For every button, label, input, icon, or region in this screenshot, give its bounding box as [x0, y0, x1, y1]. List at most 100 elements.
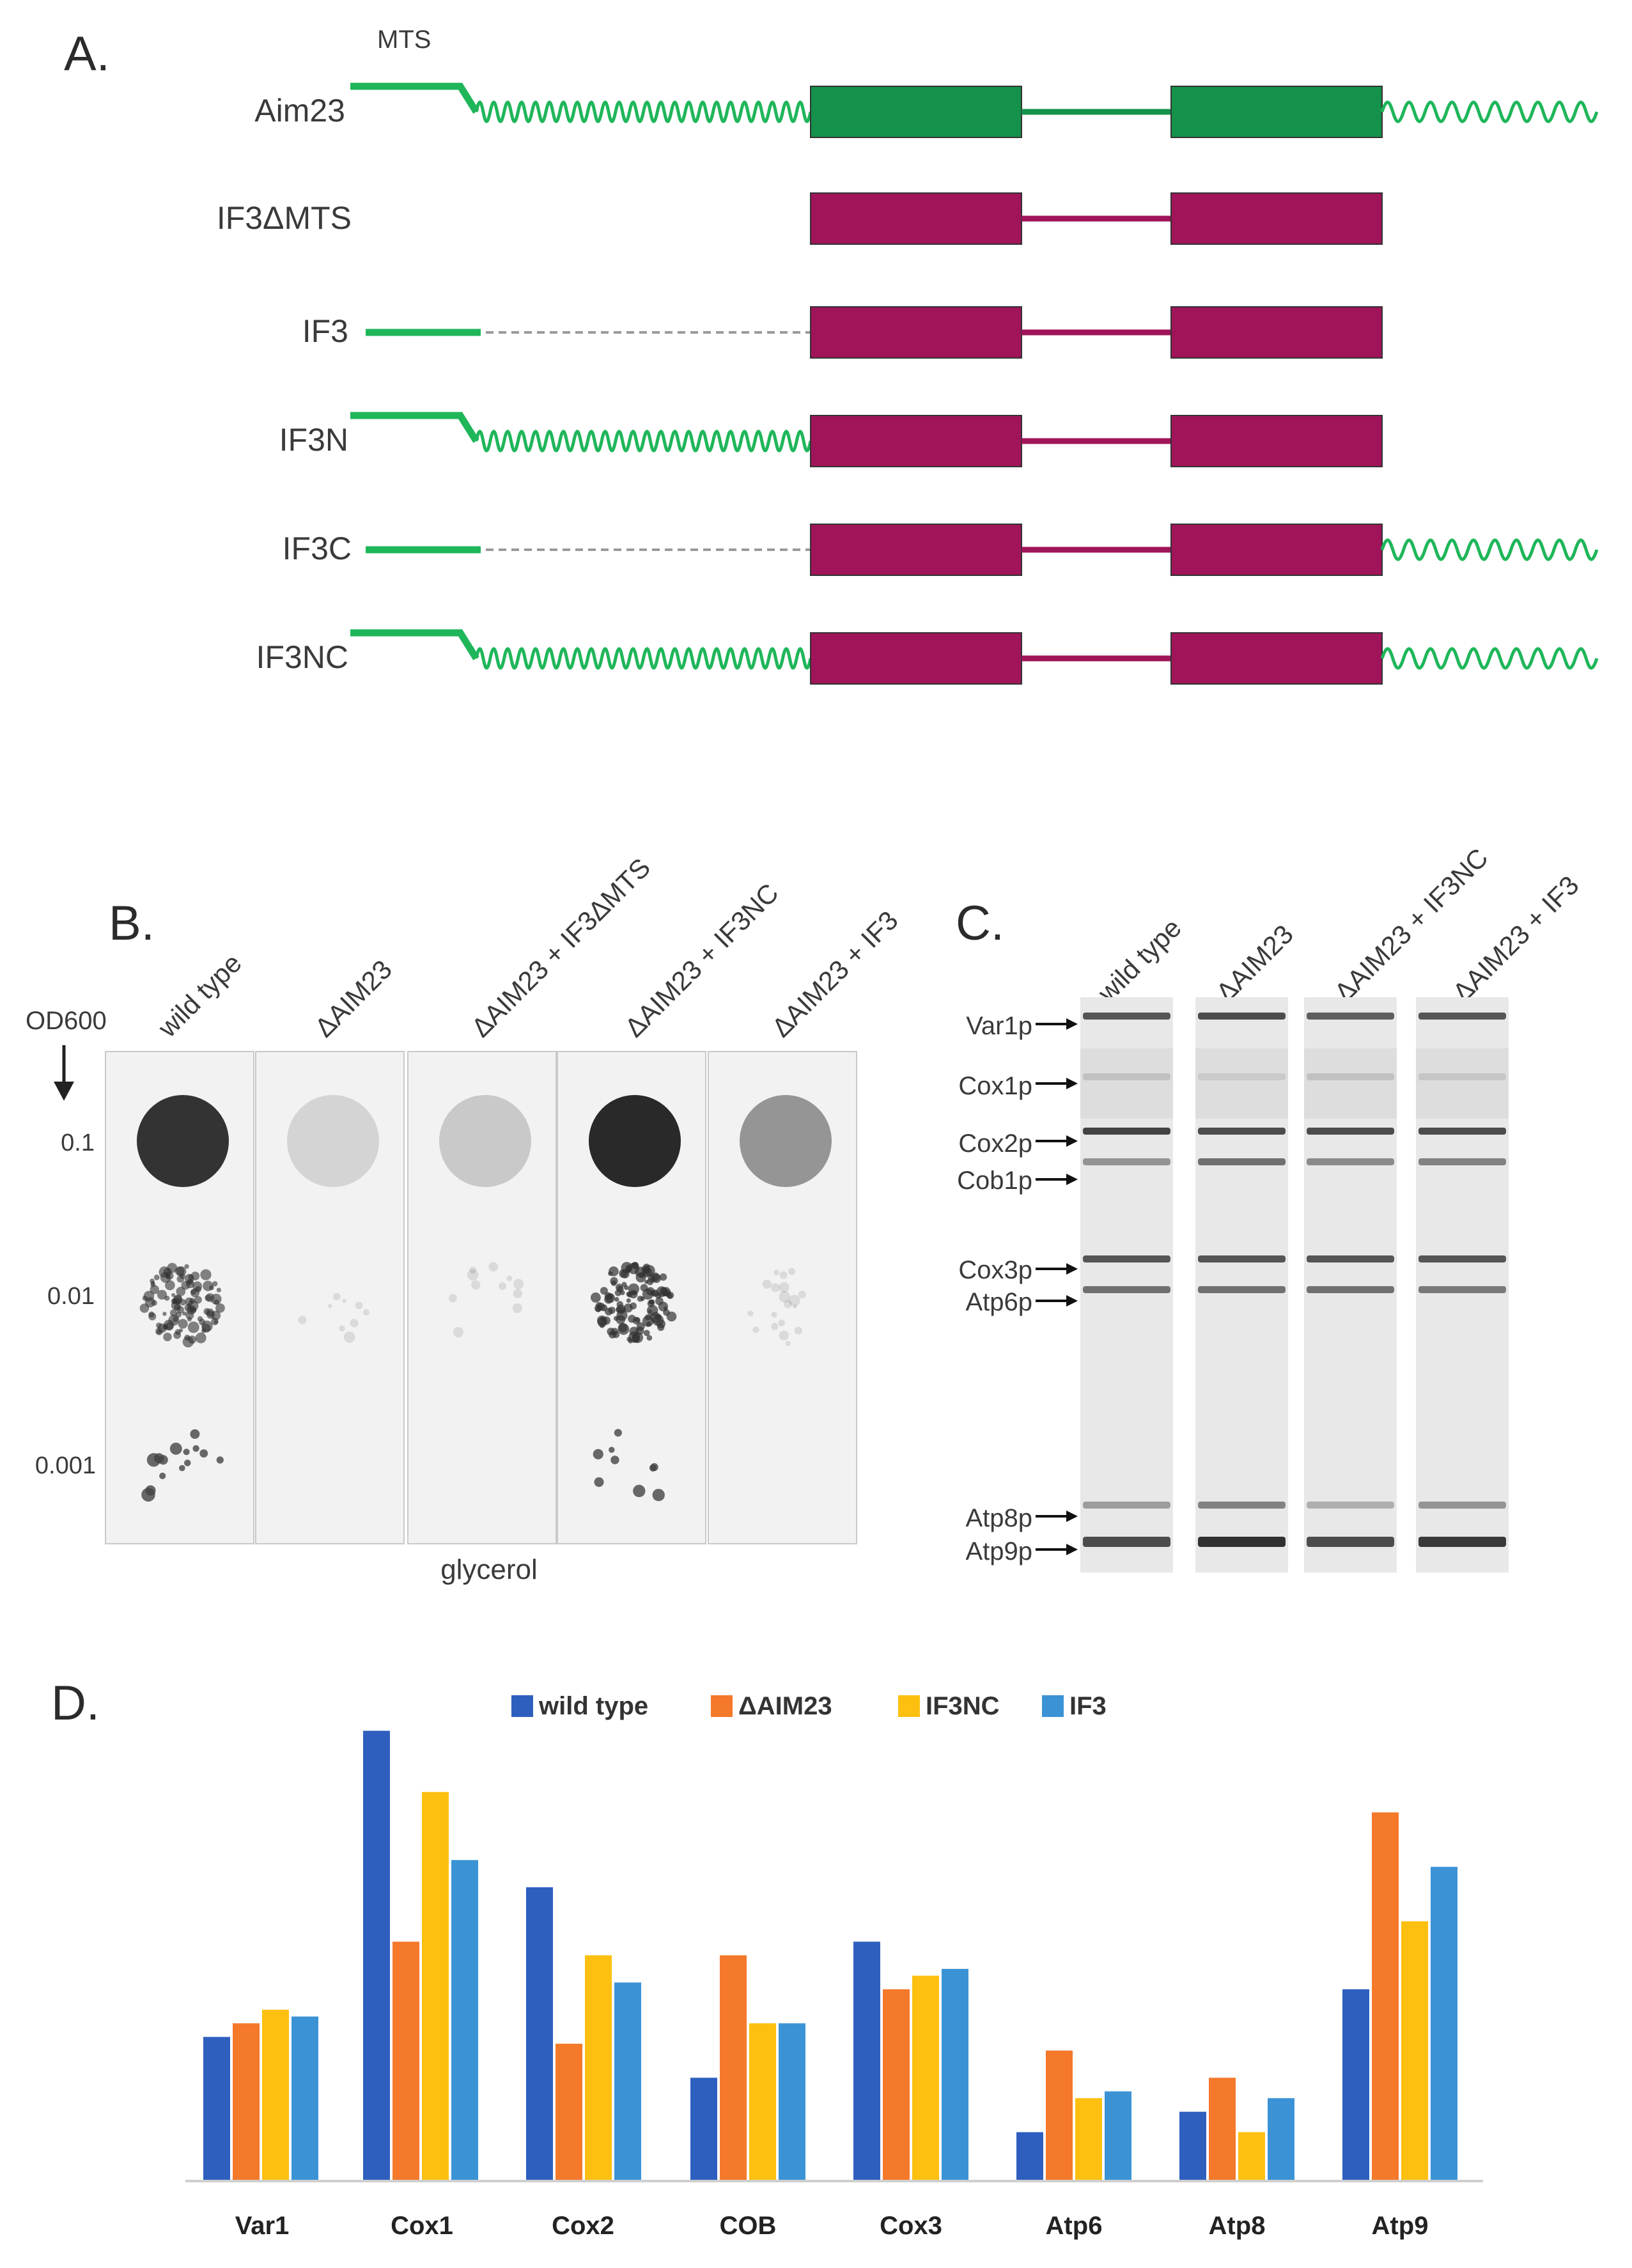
- gel-band: [1083, 1537, 1170, 1547]
- colony: [614, 1289, 622, 1296]
- lane-label-3: ΔAIM23 + IF3: [1447, 870, 1585, 1008]
- legend-label-wild-type: wild type: [538, 1692, 648, 1720]
- domains: [810, 86, 1383, 138]
- colony: [788, 1268, 796, 1275]
- colony: [779, 1271, 788, 1279]
- bar-atp8-2: [1238, 2132, 1265, 2180]
- colony: [615, 1284, 623, 1291]
- construct-label-if3nc: IF3NC: [256, 639, 348, 675]
- colony: [362, 1309, 369, 1316]
- dilution-label-0: 0.1: [61, 1130, 95, 1156]
- colony: [595, 1307, 602, 1312]
- gel-band: [1198, 1158, 1286, 1165]
- colony: [646, 1287, 655, 1296]
- colony: [631, 1262, 639, 1269]
- construct-label-if3n: IF3N: [279, 422, 348, 458]
- colony: [636, 1322, 645, 1331]
- gel-band: [1418, 1502, 1506, 1509]
- colony: [771, 1323, 779, 1330]
- gel-band: [1083, 1073, 1170, 1080]
- bar-cob-0: [690, 2078, 717, 2180]
- bar-cox3-0: [853, 1941, 880, 2180]
- construct-label-if3: IF3: [302, 313, 348, 349]
- colony: [590, 1292, 601, 1303]
- panel-d-letter: D.: [51, 1676, 100, 1730]
- colony: [599, 1323, 605, 1328]
- bar-atp6-3: [1105, 2091, 1131, 2180]
- gel-band: [1198, 1502, 1286, 1509]
- domains: [810, 192, 1383, 245]
- bar-atp8-0: [1179, 2111, 1206, 2180]
- colony: [159, 1266, 171, 1278]
- bar-cox2-2: [585, 1955, 612, 2180]
- colony: [633, 1484, 646, 1498]
- colony: [150, 1278, 155, 1284]
- colony: [176, 1275, 185, 1283]
- panel-c-letter: C.: [956, 896, 1004, 951]
- mts-segment: [350, 82, 479, 114]
- gel-band: [1418, 1255, 1506, 1262]
- x-tick-label-cob: COB: [720, 2212, 777, 2240]
- gel-band: [1307, 1537, 1394, 1547]
- colony: [194, 1296, 202, 1304]
- colony: [762, 1279, 772, 1289]
- band-arrow-head-icon: [1066, 1263, 1078, 1275]
- colony: [163, 1332, 172, 1342]
- gel-band: [1083, 1255, 1170, 1262]
- bar-atp8-3: [1268, 2098, 1294, 2180]
- bar-cox1-3: [451, 1860, 478, 2180]
- colony: [169, 1442, 182, 1455]
- colony: [144, 1297, 155, 1308]
- colony: [175, 1329, 182, 1335]
- gel-band: [1418, 1286, 1506, 1293]
- domain-n: [810, 306, 1022, 359]
- colony: [605, 1293, 616, 1303]
- colony: [157, 1289, 167, 1300]
- domain-n: [810, 524, 1022, 576]
- n-terminus: [350, 82, 812, 123]
- band-labels: Var1p Cox1p Cox2p Cob1p Cox3p Atp6p Atp8…: [957, 1012, 1032, 1565]
- chart-bars: [203, 1730, 1457, 2180]
- colony: [513, 1278, 524, 1290]
- colony: [778, 1319, 785, 1326]
- band-arrow-head-icon: [1066, 1135, 1078, 1147]
- colony: [662, 1291, 667, 1297]
- n-terminus: [350, 412, 812, 453]
- c-terminal-wavy-tail: [1380, 538, 1599, 561]
- band-label-atp9p: Atp9p: [965, 1537, 1032, 1565]
- dilution-label-1: 0.01: [47, 1283, 95, 1310]
- bar-cox3-3: [942, 1969, 968, 2180]
- band-arrow-head-icon: [1066, 1295, 1078, 1307]
- colony: [771, 1311, 777, 1318]
- bar-var1-2: [262, 2009, 289, 2180]
- n-terminal-wavy-linker: [474, 100, 812, 123]
- x-tick-label-cox1: Cox1: [391, 2212, 453, 2240]
- c-tail: [1380, 100, 1599, 123]
- colony: [608, 1271, 613, 1277]
- domain-c: [1170, 306, 1383, 359]
- band-arrow-head-icon: [1066, 1078, 1078, 1089]
- gel-band: [1418, 1158, 1506, 1165]
- gel-band: [1083, 1158, 1170, 1165]
- colony: [173, 1316, 178, 1323]
- c-terminal-wavy-tail: [1380, 100, 1599, 123]
- colony: [188, 1335, 197, 1344]
- colony: [506, 1275, 513, 1282]
- colony: [142, 1295, 148, 1301]
- band-label-atp6p: Atp6p: [965, 1288, 1032, 1316]
- colony: [184, 1264, 189, 1269]
- down-arrow-icon: [54, 1045, 74, 1101]
- construct-label-if3-delta-mts: IF3ΔMTS: [217, 200, 352, 236]
- colony: [327, 1303, 332, 1309]
- domains: [810, 306, 1383, 359]
- colony: [642, 1315, 654, 1327]
- x-tick-label-atp6: Atp6: [1046, 2212, 1103, 2240]
- gel-band: [1198, 1013, 1286, 1020]
- spot: [589, 1095, 681, 1187]
- x-tick-label-cox2: Cox2: [552, 2212, 614, 2240]
- colony: [184, 1273, 194, 1284]
- colony: [212, 1281, 218, 1287]
- colony: [650, 1463, 658, 1472]
- colony: [205, 1308, 214, 1317]
